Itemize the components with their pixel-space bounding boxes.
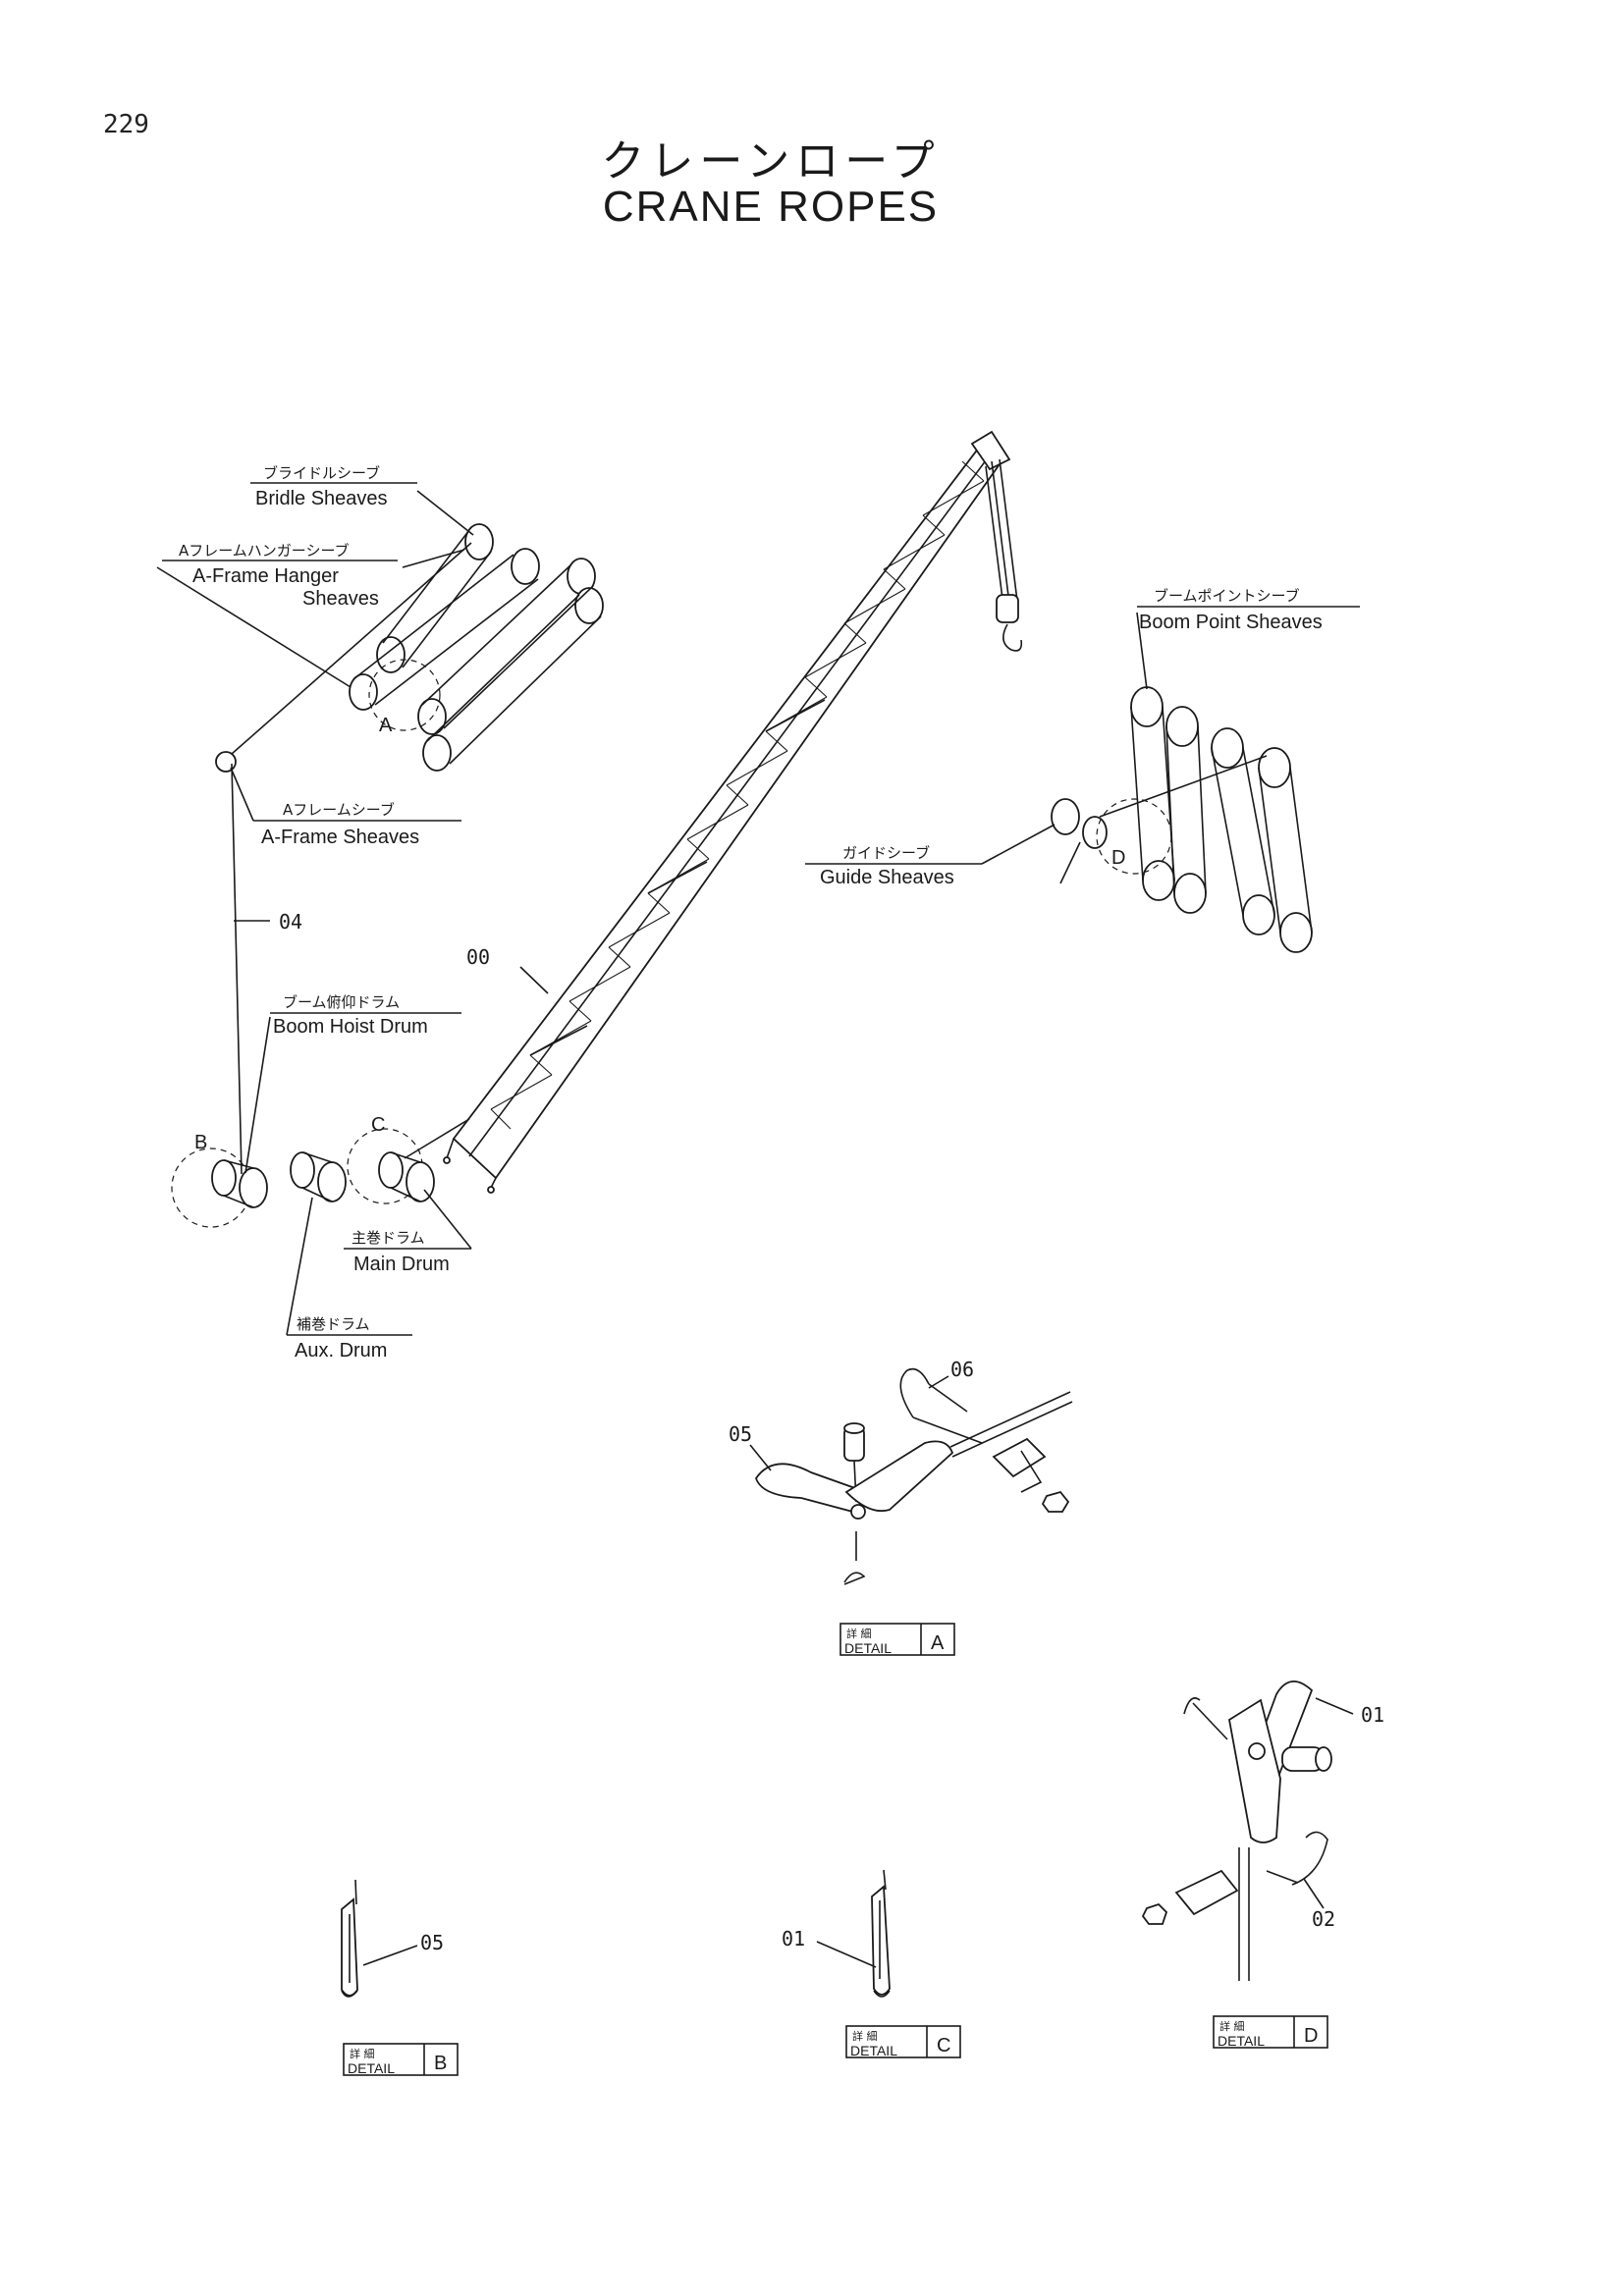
detail-d-tag: 詳 細 DETAIL D [1213, 2015, 1328, 2049]
boom-hoist-drum-label: Boom Hoist Drum [273, 1016, 428, 1038]
detail-b-tag: 詳 細 DETAIL B [343, 2043, 459, 2076]
boom-point-sheave-assembly [1051, 686, 1313, 953]
a-frame-sheaves-label: A-Frame Sheaves [261, 827, 419, 848]
detail-a-kanji: 詳 細 [846, 1627, 872, 1640]
detail-a-tag: 詳 細 DETAIL A [839, 1623, 955, 1656]
detail-b-word: DETAIL [348, 2060, 395, 2076]
aux-drum-label-jp: 補巻ドラム [297, 1315, 370, 1333]
detail-a-drawing [749, 1367, 1073, 1585]
title-japanese: クレーンロープ [601, 136, 941, 187]
detail-c-tag: 詳 細 DETAIL C [845, 2025, 961, 2058]
detail-d-kanji: 詳 細 [1219, 2019, 1245, 2033]
leader-lines [156, 482, 1360, 1336]
page-number: 229 [103, 110, 149, 139]
detail-c-word: DETAIL [850, 2043, 897, 2058]
boom-lattice [443, 430, 1023, 1194]
aux-drum-label: Aux. Drum [295, 1340, 387, 1362]
main-drum-label: Main Drum [353, 1254, 450, 1275]
part-number-05-detail-b: 05 [420, 1931, 444, 1954]
title-english: CRANE ROPES [602, 183, 940, 231]
boom-point-sheaves-label: Boom Point Sheaves [1139, 612, 1323, 633]
detail-ref-b: B [194, 1132, 207, 1153]
part-number-02: 02 [1312, 1907, 1335, 1931]
a-frame-hanger-sheaves-label-line1: A-Frame Hanger [192, 565, 339, 587]
a-frame-hanger-sheaves-label-line2: Sheaves [302, 588, 379, 610]
part-number-00: 00 [466, 945, 490, 969]
part-number-04: 04 [279, 910, 302, 934]
part-number-05-detail-a: 05 [729, 1422, 752, 1446]
detail-b-drawing [341, 1879, 418, 1998]
part-number-01-detail-c: 01 [782, 1927, 805, 1950]
boom-point-sheaves-label-jp: ブームポイントシーブ [1154, 587, 1300, 605]
part-number-06: 06 [950, 1358, 974, 1381]
main-drum-label-jp: 主巻ドラム [352, 1229, 425, 1247]
detail-c-kanji: 詳 細 [852, 2029, 878, 2043]
detail-c-letter: C [937, 2035, 950, 2056]
detail-b-letter: B [434, 2053, 447, 2074]
bridle-sheaves-label-jp: ブライドルシーブ [263, 464, 380, 482]
detail-ref-c: C [371, 1114, 385, 1136]
boom-hoist-drum-label-jp: ブーム俯仰ドラム [283, 993, 400, 1011]
detail-b-kanji: 詳 細 [350, 2047, 375, 2060]
guide-sheaves-label: Guide Sheaves [820, 867, 954, 888]
detail-c-drawing [816, 1869, 891, 1998]
detail-ref-d: D [1111, 847, 1125, 869]
bridle-sheaves-label: Bridle Sheaves [255, 488, 388, 509]
detail-d-drawing [1141, 1681, 1354, 1981]
detail-a-letter: A [931, 1632, 945, 1654]
drum-assembly [171, 763, 470, 1228]
guide-sheaves-label-jp: ガイドシーブ [842, 844, 930, 862]
a-frame-sheaves-label-jp: Aフレームシーブ [283, 801, 395, 819]
a-frame-hanger-sheaves-label-jp: Aフレームハンガーシーブ [179, 542, 350, 560]
detail-a-word: DETAIL [844, 1640, 892, 1656]
detail-d-word: DETAIL [1218, 2033, 1265, 2049]
detail-ref-a: A [379, 715, 393, 736]
part-number-01-detail-d: 01 [1361, 1703, 1384, 1727]
bridle-and-hanger-sheave-assembly [215, 523, 604, 773]
detail-d-letter: D [1304, 2025, 1318, 2047]
